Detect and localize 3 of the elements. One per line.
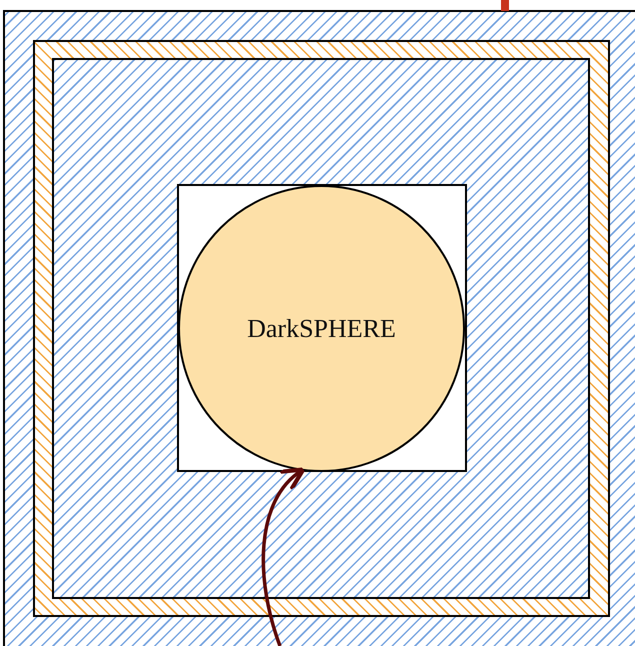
outer-shield-layer (3, 10, 635, 646)
sphere-label: DarkSPHERE (247, 314, 396, 344)
arrow (262, 467, 306, 646)
